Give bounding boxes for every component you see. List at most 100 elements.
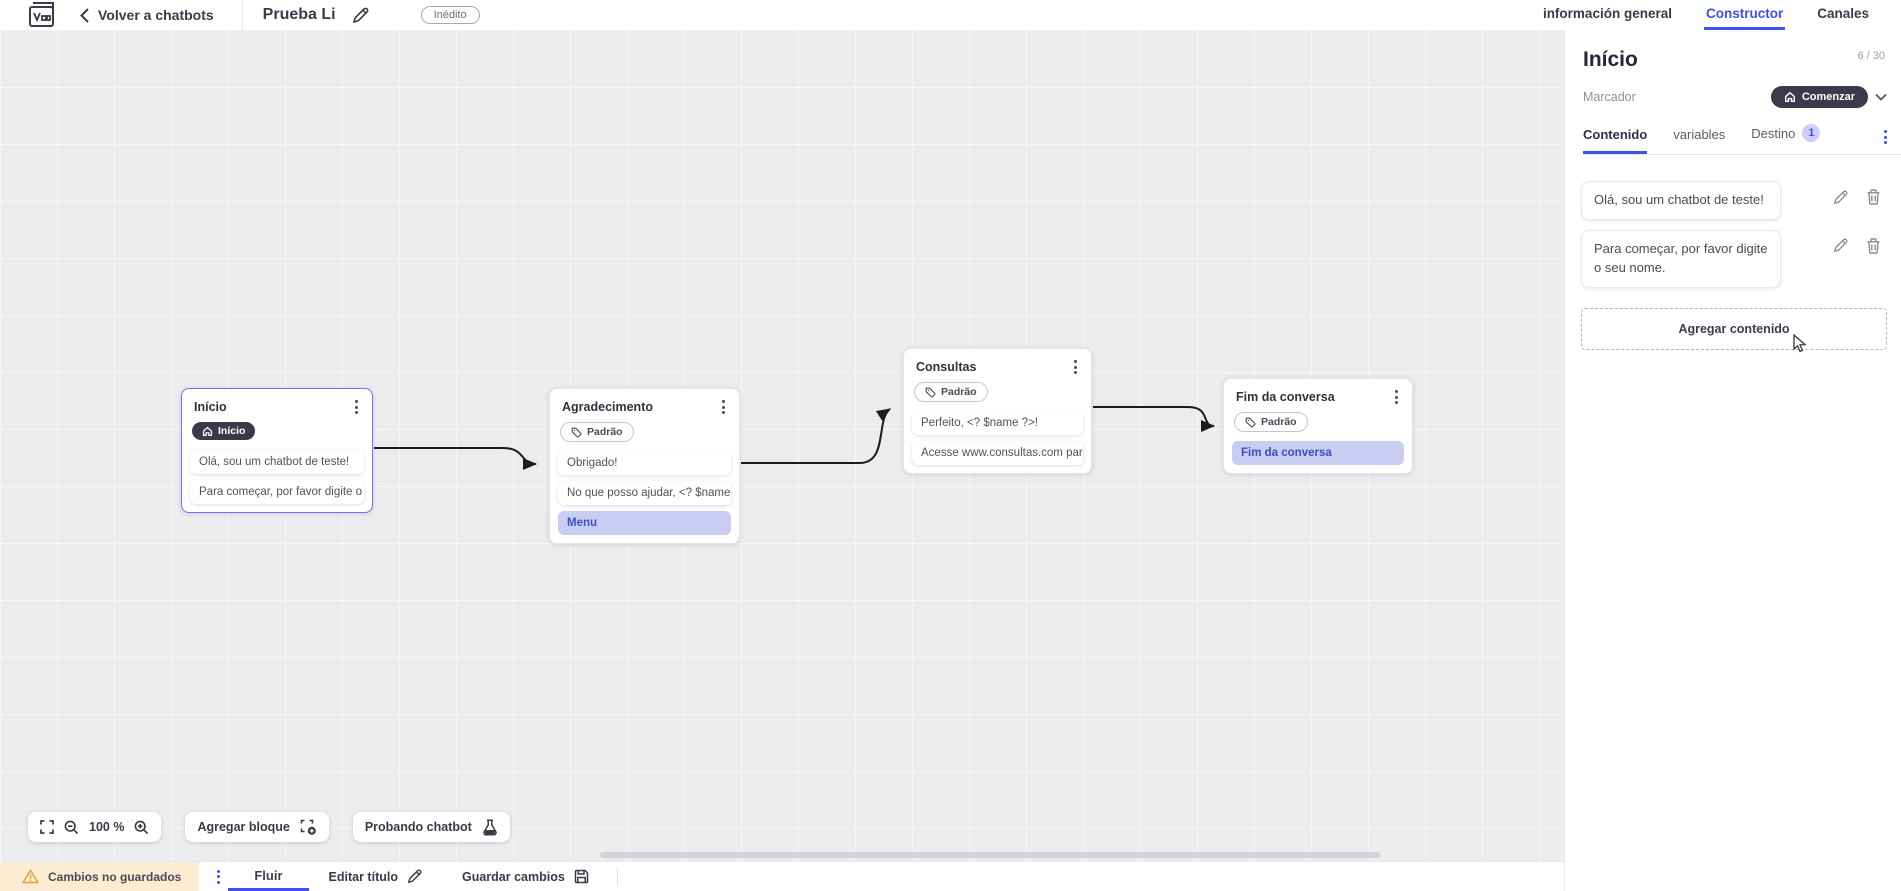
horizontal-scrollbar[interactable] bbox=[600, 852, 1380, 858]
block-title: Agradecimento bbox=[562, 400, 653, 414]
pencil-icon bbox=[1833, 238, 1848, 253]
back-to-chatbots-button[interactable]: Volver a chatbots bbox=[80, 7, 214, 23]
top-bar-left: Volver a chatbots Prueba Li Inédito bbox=[0, 0, 480, 30]
zoom-out-button[interactable] bbox=[64, 820, 79, 835]
pencil-icon bbox=[352, 7, 368, 23]
pencil-icon bbox=[1833, 190, 1848, 204]
test-chatbot-button[interactable]: Probando chatbot bbox=[352, 812, 510, 842]
fullscreen-icon bbox=[40, 820, 54, 834]
save-icon bbox=[574, 869, 589, 884]
marker-label: Marcador bbox=[1583, 90, 1636, 104]
home-icon bbox=[202, 426, 213, 436]
delete-content-button[interactable] bbox=[1866, 238, 1881, 254]
block-message[interactable]: Perfeito, <? $name ?>! bbox=[912, 410, 1083, 435]
block-menu-icon[interactable] bbox=[718, 398, 729, 416]
block-action-menu[interactable]: Menu bbox=[558, 510, 731, 535]
block-title: Fim da conversa bbox=[1236, 390, 1335, 404]
chevron-left-icon bbox=[80, 7, 89, 23]
edit-content-button[interactable] bbox=[1833, 189, 1848, 205]
edit-content-button[interactable] bbox=[1833, 238, 1848, 254]
block-message[interactable]: Acesse www.consultas.com par... bbox=[912, 440, 1083, 465]
home-icon bbox=[1784, 91, 1795, 102]
delete-content-button[interactable] bbox=[1866, 189, 1881, 205]
zoom-level: 100 % bbox=[89, 820, 125, 834]
block-menu-icon[interactable] bbox=[1391, 388, 1402, 406]
canvas-toolbar: 100 % Agregar bloque Probando chatbot bbox=[28, 812, 510, 842]
content-row: Olá, sou um chatbot de teste! bbox=[1581, 181, 1887, 220]
header-divider bbox=[241, 0, 243, 30]
app-logo-icon bbox=[28, 2, 58, 28]
fullscreen-button[interactable] bbox=[40, 820, 54, 834]
block-tag-start: Início bbox=[192, 422, 256, 440]
unsaved-changes-label: Cambios no guardados bbox=[48, 869, 182, 884]
block-message[interactable]: No que posso ajudar, <? $name ... bbox=[558, 480, 731, 505]
bottom-bar: Cambios no guardados Fluir Editar título… bbox=[0, 861, 1564, 891]
flow-tab-label: Fluir bbox=[254, 867, 283, 883]
tag-icon bbox=[925, 387, 936, 397]
content-list: Olá, sou um chatbot de teste! Para começ… bbox=[1565, 155, 1901, 288]
footer-divider bbox=[616, 867, 618, 886]
add-block-label: Agregar bloque bbox=[197, 820, 290, 834]
connector-agradecimento-consultas bbox=[741, 408, 891, 464]
tab-contenido[interactable]: Contenido bbox=[1583, 127, 1648, 154]
selected-block-name: Início bbox=[1583, 48, 1638, 71]
tag-icon bbox=[571, 427, 582, 437]
block-action-end[interactable]: Fim da conversa bbox=[1232, 440, 1404, 465]
tag-icon bbox=[1245, 417, 1256, 427]
top-bar: Volver a chatbots Prueba Li Inédito info… bbox=[0, 0, 1901, 30]
connector-inicio-agradecimento bbox=[374, 447, 537, 470]
name-char-counter: 6 / 30 bbox=[1857, 50, 1885, 62]
edit-title-button[interactable]: Editar título bbox=[309, 862, 442, 891]
trash-icon bbox=[1867, 189, 1880, 205]
block-message[interactable]: Para começar, por favor digite o ... bbox=[190, 479, 364, 504]
block-menu-icon[interactable] bbox=[351, 398, 362, 416]
marker-select[interactable]: Comenzar bbox=[1770, 86, 1868, 108]
flask-icon bbox=[482, 818, 497, 836]
test-chatbot-label: Probando chatbot bbox=[364, 820, 472, 834]
tab-variables[interactable]: variables bbox=[1673, 127, 1726, 142]
block-tag-default: Padrão bbox=[1234, 412, 1308, 432]
save-changes-button[interactable]: Guardar cambios bbox=[442, 862, 609, 891]
flow-tab-fluir[interactable]: Fluir bbox=[228, 862, 309, 891]
back-label: Volver a chatbots bbox=[98, 7, 214, 23]
chatbot-title: Prueba Li bbox=[262, 6, 336, 23]
pencil-icon bbox=[407, 869, 422, 884]
block-title: Consultas bbox=[916, 360, 977, 374]
flow-block-fim-da-conversa[interactable]: Fim da conversa Padrão Fim da conversa bbox=[1223, 378, 1413, 474]
zoom-out-icon bbox=[64, 820, 79, 834]
edit-title-icon[interactable] bbox=[352, 7, 369, 24]
main-nav-tabs: información general Constructor Canales bbox=[1541, 0, 1871, 30]
trash-icon bbox=[1867, 238, 1880, 254]
warning-icon bbox=[22, 869, 39, 884]
block-details-panel: Detalles del bloque Início 6 / 30 Marcad… bbox=[1564, 0, 1901, 891]
flow-block-agradecimento[interactable]: Agradecimento Padrão Obrigado! No que po… bbox=[549, 388, 740, 544]
block-tag-default: Padrão bbox=[560, 422, 634, 442]
zoom-controls: 100 % bbox=[28, 812, 162, 842]
tab-constructor[interactable]: Constructor bbox=[1703, 0, 1786, 30]
unsaved-changes-status: Cambios no guardados bbox=[0, 862, 200, 891]
block-message[interactable]: Olá, sou um chatbot de teste! bbox=[190, 449, 364, 474]
tab-informacion-general[interactable]: información general bbox=[1542, 6, 1672, 21]
flow-menu-icon[interactable] bbox=[213, 868, 224, 886]
content-message-card[interactable]: Para começar, por favor digite o seu nom… bbox=[1581, 229, 1781, 288]
tab-canales[interactable]: Canales bbox=[1817, 6, 1869, 21]
add-content-button[interactable]: Agregar contenido bbox=[1581, 307, 1887, 350]
zoom-in-button[interactable] bbox=[134, 820, 149, 835]
block-message[interactable]: Obrigado! bbox=[558, 450, 731, 475]
connector-consultas-fim bbox=[1093, 406, 1215, 432]
content-row: Para começar, por favor digite o seu nom… bbox=[1581, 229, 1887, 288]
block-tag-default: Padrão bbox=[914, 382, 988, 402]
content-message-card[interactable]: Olá, sou um chatbot de teste! bbox=[1581, 181, 1781, 220]
flow-canvas[interactable]: Início Início Olá, sou um chatbot de tes… bbox=[0, 30, 1564, 861]
panel-menu-icon[interactable] bbox=[1880, 128, 1891, 146]
block-menu-icon[interactable] bbox=[1070, 358, 1081, 376]
tab-destino[interactable]: Destino 1 bbox=[1751, 124, 1821, 154]
chevron-down-icon[interactable] bbox=[1875, 93, 1887, 101]
flow-block-inicio[interactable]: Início Início Olá, sou um chatbot de tes… bbox=[181, 388, 373, 513]
add-block-button[interactable]: Agregar bloque bbox=[185, 812, 329, 842]
block-title: Início bbox=[194, 400, 227, 414]
flow-block-consultas[interactable]: Consultas Padrão Perfeito, <? $name ?>! … bbox=[903, 348, 1092, 474]
destino-count-badge: 1 bbox=[1802, 124, 1821, 142]
zoom-in-icon bbox=[135, 820, 149, 834]
